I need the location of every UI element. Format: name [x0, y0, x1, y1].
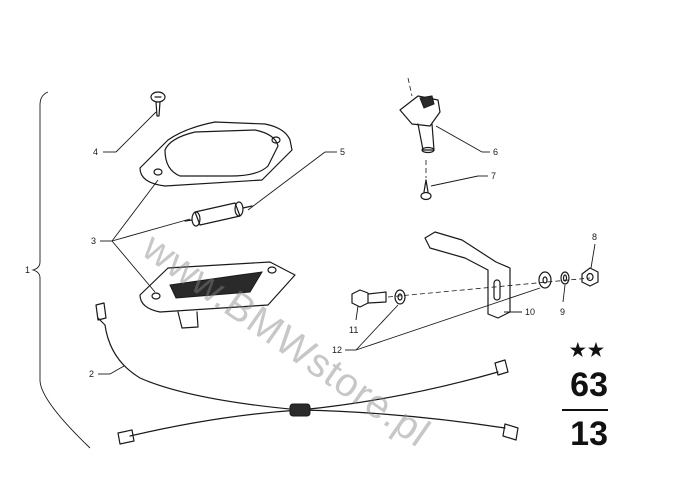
leader-5b: [247, 151, 326, 211]
flat-washer-part: [538, 271, 552, 289]
callout-6: 6: [493, 147, 498, 157]
callout-10: 10: [525, 307, 535, 317]
group-divider: [562, 409, 608, 411]
subgroup-number: 13: [570, 415, 608, 453]
nut-part-8: [581, 267, 599, 287]
festoon-bulb-part: [184, 201, 253, 227]
lamp-lens-part: [139, 121, 293, 187]
screw-part-4: [150, 91, 166, 117]
callout-7: 7: [491, 171, 496, 181]
leader-3c: [111, 218, 191, 242]
assembly-axis: [387, 277, 591, 298]
callout-8: 8: [592, 232, 597, 242]
leader-3d: [111, 240, 156, 293]
assembly-bracket: [31, 91, 91, 449]
callout-4: 4: [93, 147, 98, 157]
leader-4b: [115, 111, 157, 153]
bolt-part-11: [351, 289, 387, 308]
leader-8: [590, 243, 596, 269]
callout-2: 2: [89, 369, 94, 379]
group-number: 63: [570, 366, 608, 404]
lamp-housing-part: [139, 261, 296, 329]
socket-part-6: [399, 95, 441, 154]
leader-11: [355, 305, 359, 321]
screw-part-7: [420, 179, 432, 201]
leader-9: [562, 284, 566, 303]
callout-11: 11: [349, 325, 358, 335]
callout-1: 1: [25, 265, 30, 275]
wiring-harness-part: [95, 302, 519, 445]
leader-2b: [109, 365, 125, 375]
mounting-bracket-part: [424, 231, 511, 319]
lock-washer-part-9: [560, 271, 570, 285]
callout-9: 9: [560, 307, 565, 317]
leader-7: [430, 175, 479, 187]
leader-6: [435, 125, 483, 153]
leader-12b: [355, 304, 399, 351]
washer-part-12: [394, 289, 406, 305]
socket-axis: [407, 77, 427, 178]
callout-12: 12: [332, 345, 342, 355]
leader-12c: [355, 287, 541, 351]
group-stars: ★★: [569, 340, 606, 360]
leader-3b: [111, 179, 159, 242]
callout-3: 3: [91, 236, 96, 246]
callout-5: 5: [340, 147, 345, 157]
